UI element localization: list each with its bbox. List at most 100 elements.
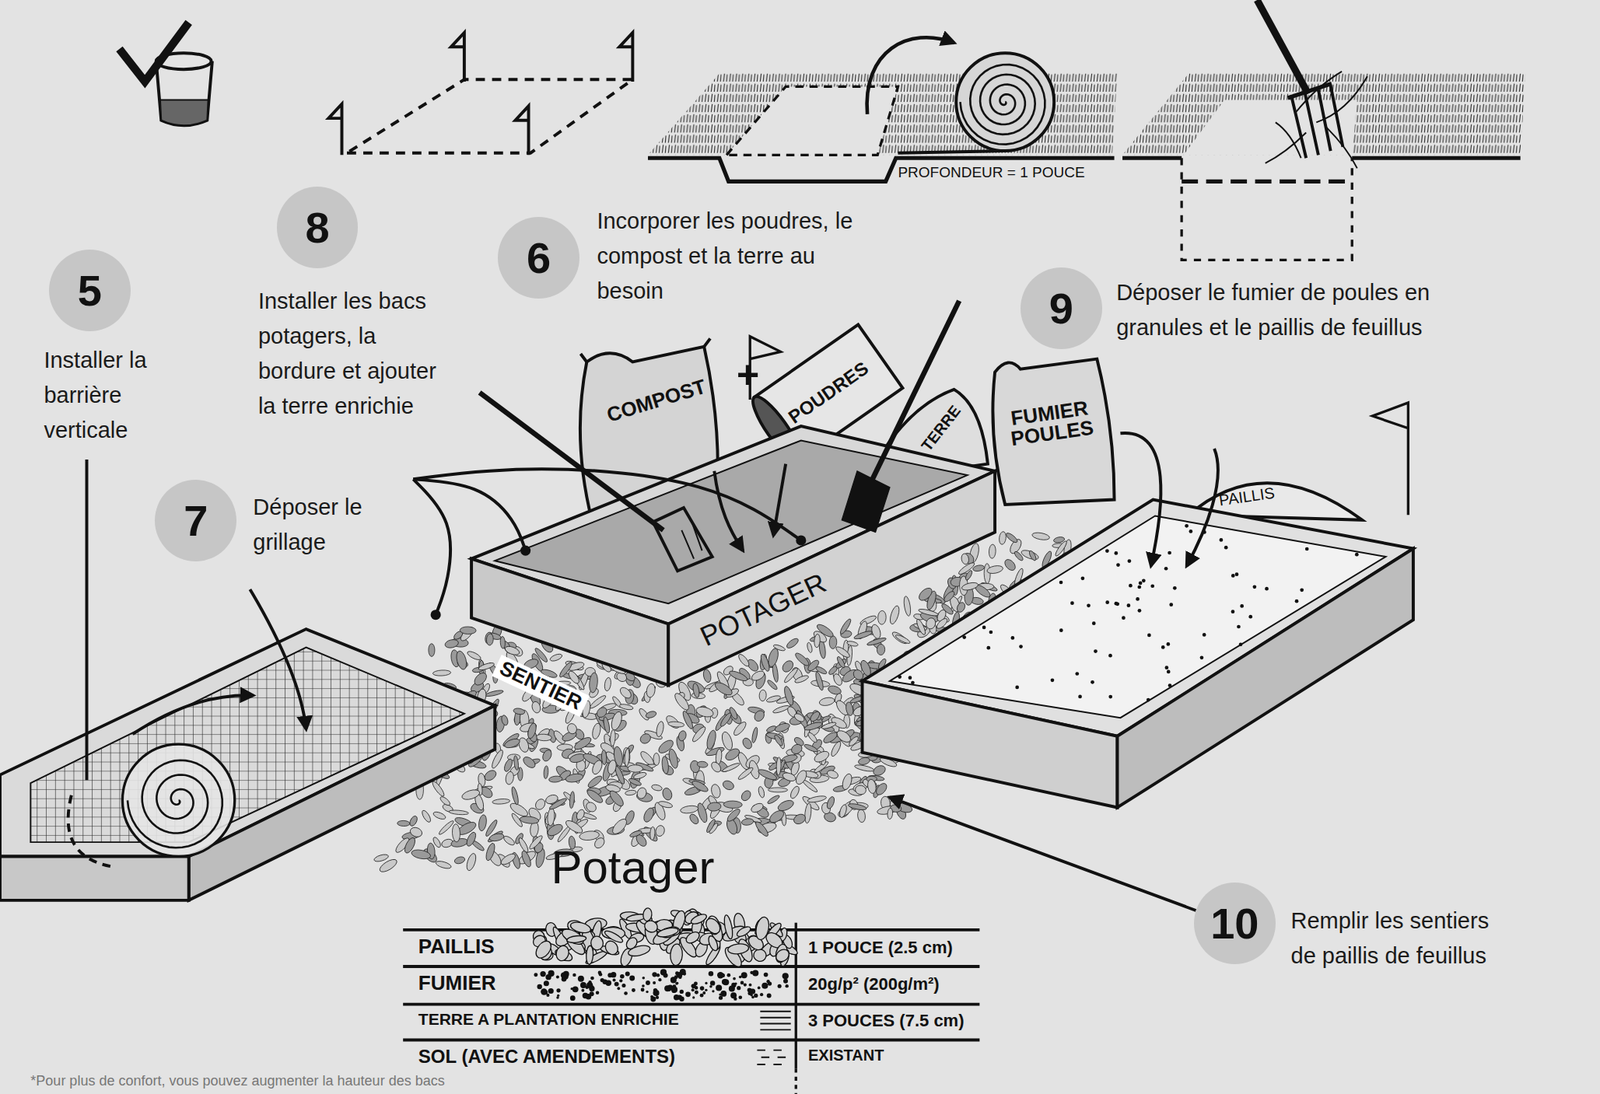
mulch-chip xyxy=(705,729,718,751)
mulch-chip xyxy=(813,633,821,648)
manure-dot xyxy=(1169,602,1173,607)
mulch-chip xyxy=(378,857,400,875)
step-circle: 7Déposer le grillage xyxy=(154,479,237,562)
mulch-chip xyxy=(541,749,554,764)
manure-dot xyxy=(693,982,698,987)
mulch-chip xyxy=(844,701,855,717)
mulch-chip xyxy=(766,794,781,806)
mulch-chip xyxy=(960,553,970,565)
mulch-chip xyxy=(713,680,735,698)
manure-dot xyxy=(595,990,599,995)
manure-dot xyxy=(715,984,722,991)
manure-dot xyxy=(777,984,782,989)
mulch-chip xyxy=(819,696,836,708)
manure-dot xyxy=(743,983,747,987)
manure-dot xyxy=(700,994,704,998)
mulch-stone xyxy=(689,912,708,926)
manure-dot xyxy=(763,973,769,978)
mulch-chip xyxy=(986,564,1004,575)
mulch-chip xyxy=(807,794,827,804)
manure-dot xyxy=(1165,642,1170,647)
mulch-chip xyxy=(806,731,819,744)
mulch-chip xyxy=(1013,550,1025,563)
mulch-chip xyxy=(692,682,701,699)
mulch-chip xyxy=(566,722,579,736)
manure-dot xyxy=(658,978,662,982)
manure-dot xyxy=(1184,524,1189,529)
mulch-chip xyxy=(696,761,708,769)
manure-dot xyxy=(708,971,714,977)
manure-dot xyxy=(675,982,679,985)
manure-dot xyxy=(761,983,768,990)
manure-dot xyxy=(616,987,620,991)
manure-dot xyxy=(736,986,741,991)
mulch-chip xyxy=(1002,557,1018,573)
manure-dot xyxy=(700,986,705,991)
table-cell: FUMIER xyxy=(418,972,497,996)
mulch-chip xyxy=(500,636,506,649)
manure-dot xyxy=(682,972,687,976)
leader-line xyxy=(87,433,1219,911)
mulch-chip xyxy=(465,852,478,872)
mulch-chip xyxy=(838,804,848,820)
mulch-chip xyxy=(585,787,606,806)
mulch-chip xyxy=(766,647,781,668)
manure-dot xyxy=(717,972,724,979)
manure-dot xyxy=(1015,686,1019,690)
manure-dot xyxy=(663,973,669,979)
mulch-chip xyxy=(940,602,955,617)
mulch-chip xyxy=(961,581,980,592)
stake-layout xyxy=(619,32,633,82)
mulch-chip xyxy=(725,807,743,823)
manure-dot xyxy=(580,982,587,989)
stake-layout xyxy=(451,32,465,82)
leader-line xyxy=(714,471,743,551)
mulch-chip xyxy=(788,785,801,801)
manure-dot xyxy=(1248,615,1253,620)
step-circle: 10Remplir les sentiers de paillis de feu… xyxy=(1193,882,1276,965)
manure-dot xyxy=(614,982,620,988)
manure-dot xyxy=(1127,559,1132,564)
mulch-chip xyxy=(453,855,466,865)
sod-removal xyxy=(726,86,898,155)
mulch-chip xyxy=(451,823,461,843)
layer-table xyxy=(759,1011,791,1031)
mulch-chip xyxy=(651,784,663,792)
mulch-chip xyxy=(654,824,666,838)
part-label: Potager xyxy=(550,840,715,895)
step-circle: 8Installer les bacs potagers, la bordure… xyxy=(276,186,359,269)
mulch-chip xyxy=(500,714,510,727)
step-text: Remplir les sentiers de paillis de feuil… xyxy=(1291,903,1501,974)
grid-bed xyxy=(30,647,465,843)
mulch-chip xyxy=(840,773,854,792)
part-label: + xyxy=(736,353,760,399)
manure-dot xyxy=(1146,698,1151,703)
table-cell: TERRE A PLANTATION ENRICHIE xyxy=(418,1010,680,1030)
mulch-chip xyxy=(876,644,886,655)
manure-dot xyxy=(652,981,656,985)
manure-dot xyxy=(1108,654,1113,659)
manure-dot xyxy=(543,980,550,987)
mulch-stone xyxy=(642,919,659,935)
manure-dot xyxy=(641,984,645,988)
mulch-chip xyxy=(528,834,545,851)
mulch-chip xyxy=(709,760,723,774)
mulch-chip xyxy=(661,756,669,774)
manure-dot xyxy=(602,980,608,985)
mulch-chip xyxy=(803,743,819,754)
mulch-chip xyxy=(1004,532,1019,545)
manure-dot xyxy=(910,681,915,686)
leader-line xyxy=(1120,433,1161,567)
manure-dot xyxy=(598,973,603,977)
manure-dot xyxy=(629,976,635,982)
leader-line xyxy=(413,479,526,551)
mulch-chip xyxy=(517,836,530,854)
manure-dot xyxy=(1050,678,1055,683)
mulch-chip xyxy=(690,779,710,795)
leader-line xyxy=(413,479,451,615)
shovel xyxy=(872,301,960,480)
manure-dot xyxy=(749,989,756,995)
manure-dot xyxy=(1086,603,1091,608)
manure-dot xyxy=(733,997,737,1001)
stake-layout xyxy=(346,79,633,153)
